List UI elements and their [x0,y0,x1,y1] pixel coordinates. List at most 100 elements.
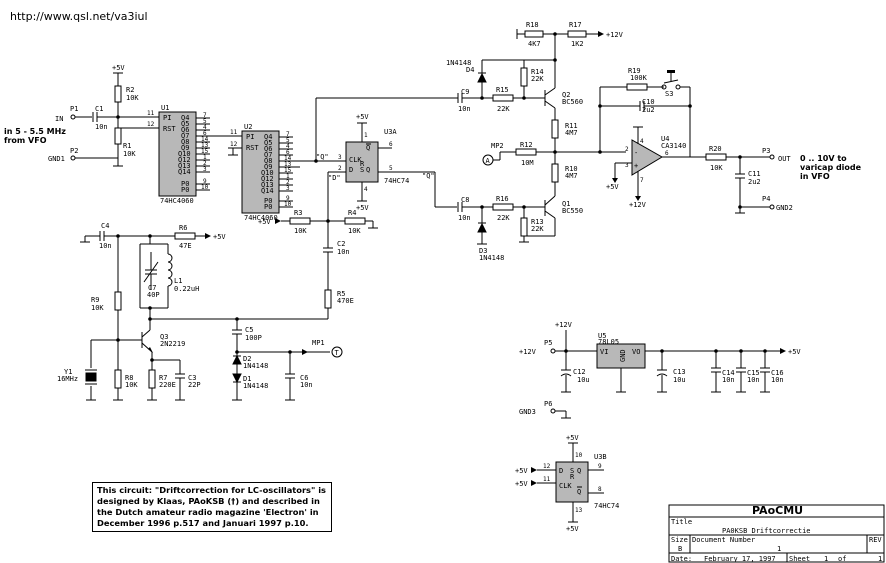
svg-text:12: 12 [543,463,551,470]
svg-text:D4: D4 [466,66,474,74]
svg-text:100K: 100K [630,74,648,82]
svg-text:S: S [570,467,574,475]
svg-text:C8: C8 [461,196,469,204]
svg-text:C11: C11 [748,170,761,178]
svg-text:Q12: Q12 [178,156,191,164]
svg-text:15: 15 [284,167,292,174]
design-credit-note: This circuit: "Driftcorrection for LC-os… [92,482,332,532]
input-section: in 5 - 5.5 MHz from VFO P1 IN P2 GND1 C1… [4,64,160,167]
r2-ref: R2 [126,86,134,94]
svg-text:10n: 10n [458,214,471,222]
svg-text:16MHz: 16MHz [57,375,78,383]
svg-text:R20: R20 [709,145,722,153]
svg-text:U4: U4 [661,135,669,143]
svg-text:40P: 40P [147,291,160,299]
net-d: "D" [328,174,341,182]
input-note-line2: from VFO [4,136,47,145]
svg-text:Q5: Q5 [181,120,189,128]
svg-text:3: 3 [338,154,342,161]
svg-text:C10: C10 [642,98,655,106]
svg-text:RST: RST [246,144,259,152]
svg-text:6: 6 [665,150,669,157]
svg-text:R15: R15 [496,86,509,94]
crystal-oscillator: C4 10n R6 47E +5V L1 0.22uH C7 40P R9 10… [57,222,343,401]
svg-text:1: 1 [364,132,368,139]
svg-text:9: 9 [598,463,602,470]
mp1-pad [331,346,343,358]
bias-network: +5V R3 10K R4 10K C2 10n R5 470E [258,209,378,319]
svg-text:R7: R7 [159,374,167,382]
svg-text:PI: PI [163,114,171,122]
drawing-title: PA0KSB Driftcorrectie [722,527,811,535]
svg-text:C6: C6 [300,374,308,382]
svg-text:Y1: Y1 [64,368,72,376]
svg-text:VI: VI [600,348,608,356]
svg-text:10n: 10n [99,242,112,250]
svg-text:7: 7 [286,131,290,138]
svg-text:Q10: Q10 [178,150,191,158]
svg-text:VO: VO [632,348,640,356]
port-p2: P2 [70,147,78,155]
svg-text:13: 13 [575,507,583,514]
svg-text:10K: 10K [91,304,104,312]
svg-text:C14: C14 [722,369,735,377]
svg-text:6: 6 [203,130,207,137]
svg-text:R19: R19 [628,67,641,75]
svg-text:Q6: Q6 [264,145,272,153]
port-p6: P6 [544,400,552,408]
charge-pump: C9 10n 1N4148 D4 R15 22K R14 22K Q2 BC56… [446,21,626,262]
svg-text:1: 1 [777,545,781,553]
rail-p5-u3b: +5V [566,434,579,442]
ic-u1: U1 PI RST Q4 Q5 Q6 Q7 Q8 Q9 Q10 Q12 Q13 … [158,104,242,205]
output-note-line1: 0 .. 10V to [800,154,847,163]
port-out: OUT [778,155,791,163]
svg-text:Q2: Q2 [562,91,570,99]
svg-text:10n: 10n [722,376,735,384]
svg-text:12: 12 [230,141,238,148]
svg-text:R3: R3 [294,209,302,217]
source-url: http://www.qsl.net/va3iul [10,10,148,23]
svg-text:2u2: 2u2 [642,106,655,114]
svg-text:6: 6 [389,141,393,148]
svg-text:C13: C13 [673,368,686,376]
svg-text:Size: Size [671,536,688,544]
svg-text:Q7: Q7 [264,151,272,159]
svg-text:C7: C7 [148,284,156,292]
rail-p5-u3b-b: +5V [566,525,579,533]
svg-text:10n: 10n [300,381,313,389]
svg-text:14: 14 [201,136,209,143]
u3a-ref: U3A [384,128,397,136]
port-mp2: MP2 [491,142,504,150]
svg-text:14: 14 [284,155,292,162]
svg-text:10u: 10u [673,376,686,384]
svg-text:R8: R8 [125,374,133,382]
output-note-line3: in VFO [800,172,830,181]
svg-text:D: D [349,166,353,174]
r2-val: 10K [126,94,139,102]
svg-text:2: 2 [338,165,342,172]
svg-text:R: R [360,160,365,168]
svg-text:Q: Q [577,488,581,496]
svg-text:CLK: CLK [559,482,572,490]
svg-text:S3: S3 [665,90,673,98]
svg-text:1N4148: 1N4148 [243,382,268,390]
svg-text:D3: D3 [479,247,487,255]
svg-text:C5: C5 [245,326,253,334]
svg-text:BC550: BC550 [562,207,583,215]
svg-text:A: A [486,157,491,165]
port-p1: P1 [70,105,78,113]
svg-text:11: 11 [230,129,238,136]
svg-text:Q1: Q1 [562,200,570,208]
svg-text:Q8: Q8 [181,138,189,146]
r1-ref: R1 [123,142,131,150]
svg-text:5: 5 [203,118,207,125]
svg-text:10K: 10K [348,227,361,235]
svg-text:R18: R18 [526,21,539,29]
svg-text:U5: U5 [598,332,606,340]
svg-text:R10: R10 [565,165,578,173]
svg-text:10n: 10n [771,376,784,384]
rail-p5-r6: +5V [213,233,226,241]
svg-text:4: 4 [640,138,644,145]
svg-text:7: 7 [640,177,644,184]
rail-p5-u4: +5V [606,183,619,191]
